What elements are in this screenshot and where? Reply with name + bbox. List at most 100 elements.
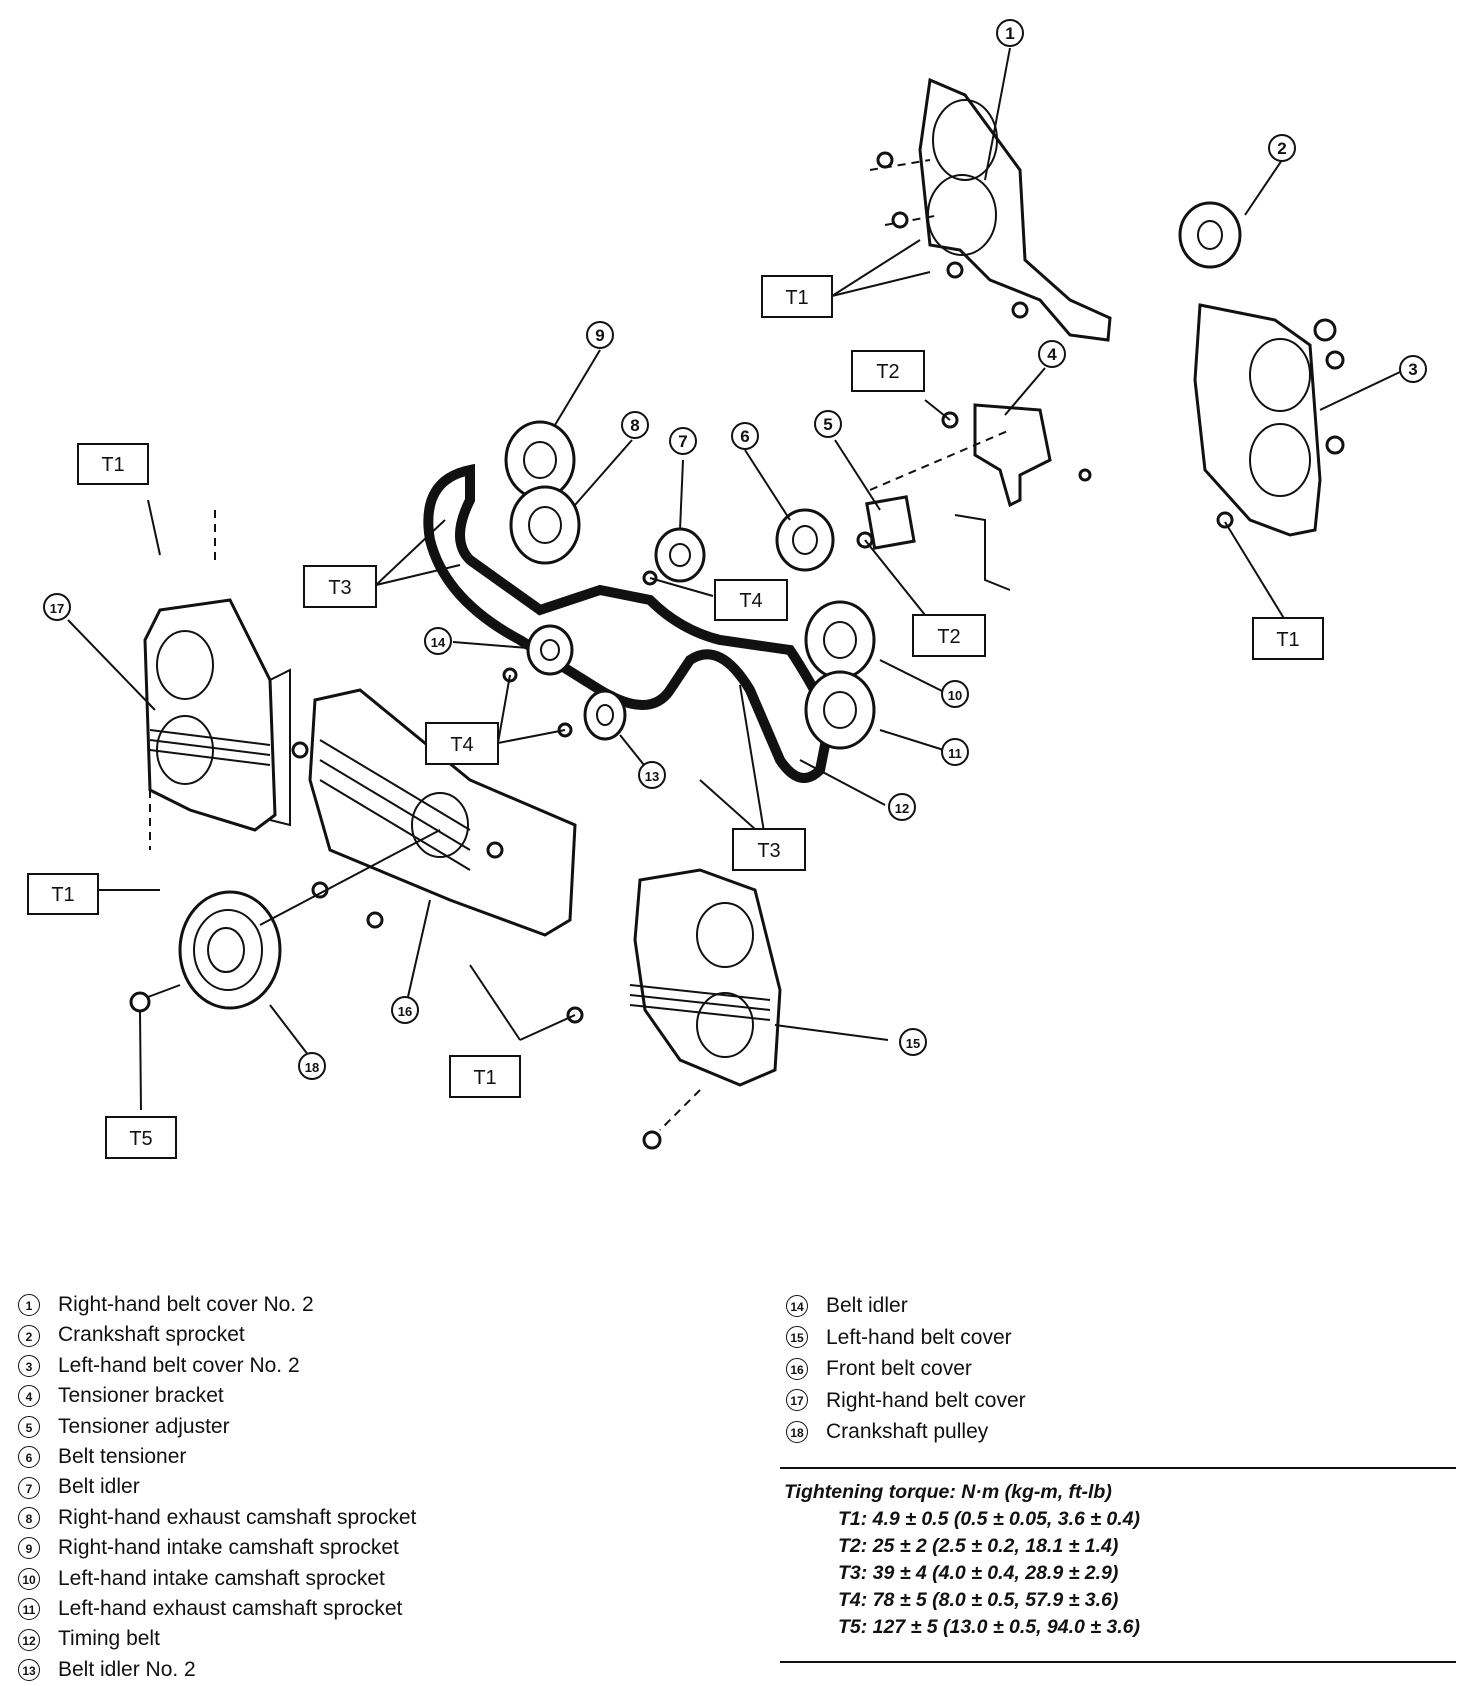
torque-row-t1: T1: 4.9 ± 0.5 (0.5 ± 0.05, 3.6 ± 0.4) (838, 1508, 1141, 1530)
legend-number: 3 (18, 1355, 40, 1378)
callout-2: 2 (1268, 134, 1296, 162)
legend-number: 11 (18, 1598, 40, 1621)
legend-number: 13 (18, 1659, 40, 1682)
legend-number: 10 (18, 1567, 40, 1590)
legend-number: 8 (18, 1507, 40, 1530)
tightening-torque-spec: Tightening torque: N·m (kg-m, ft-lb) T1:… (780, 1467, 1456, 1663)
legend-number: 2 (18, 1324, 40, 1347)
belt-tensioner-drawing (775, 508, 835, 572)
crankshaft-pulley-drawing (129, 829, 441, 1013)
right-hand-belt-cover-no2-drawing (869, 77, 1112, 342)
legend-label: Belt idler No. 2 (58, 1657, 196, 1681)
torque-tag-t1-left-top: T1 (77, 443, 149, 485)
legend-label: Tensioner adjuster (58, 1414, 230, 1438)
torque-tag-t1-right: T1 (1252, 617, 1324, 660)
svg-text:16: 16 (398, 1004, 412, 1019)
timing-belt-drawing (423, 463, 836, 783)
torque-tag-t3-bottom: T3 (732, 828, 806, 871)
callout-6: 6 (731, 422, 759, 450)
belt-idler-right-drawing (502, 624, 574, 683)
legend-item: 1 Right-hand belt cover No. 2 (18, 1290, 416, 1320)
torque-tag-t1-top: T1 (761, 275, 833, 318)
svg-text:T5: T5 (129, 1128, 152, 1150)
legend-item: 3 Left-hand belt cover No. 2 (18, 1351, 416, 1381)
callout-5: 5 (814, 410, 842, 438)
crankshaft-sprocket-drawing (1178, 201, 1242, 269)
legend-label: Right-hand exhaust camshaft sprocket (58, 1505, 417, 1529)
legend-number: 14 (786, 1294, 808, 1317)
legend-number: 9 (18, 1537, 40, 1560)
legend-item: 8 Right-hand exhaust camshaft sprocket (18, 1503, 416, 1533)
left-hand-exhaust-camshaft-sprocket-drawing (804, 670, 876, 750)
svg-text:2: 2 (1277, 139, 1286, 158)
svg-text:17: 17 (50, 601, 64, 616)
left-hand-belt-cover-no2-drawing (1193, 303, 1345, 537)
legend-label: Left-hand intake camshaft sprocket (58, 1566, 385, 1590)
torque-tag-t5: T5 (105, 1116, 177, 1159)
left-hand-belt-cover-drawing (566, 868, 782, 1150)
svg-text:T2: T2 (937, 626, 960, 648)
torque-tag-t2-bottom: T2 (912, 614, 986, 657)
callout-12: 12 (888, 793, 916, 821)
svg-text:T1: T1 (1276, 629, 1299, 651)
callout-4: 4 (1038, 340, 1066, 368)
belt-idler-no2-drawing (557, 689, 627, 741)
legend-label: Belt idler (826, 1294, 908, 1317)
torque-row-t3: T3: 39 ± 4 (4.0 ± 0.4, 28.9 ± 2.9) (838, 1562, 1119, 1584)
svg-text:T2: T2 (876, 361, 899, 383)
legend-item: 10 Left-hand intake camshaft sprocket (18, 1564, 416, 1594)
callout-1: 1 (996, 19, 1024, 47)
legend-item: 13 Belt idler No. 2 (18, 1655, 416, 1685)
legend-number: 1 (18, 1294, 40, 1317)
callout-18: 18 (298, 1052, 326, 1080)
callout-9: 9 (586, 321, 614, 349)
legend-number: 5 (18, 1415, 40, 1438)
legend-label: Right-hand intake camshaft sprocket (58, 1536, 399, 1560)
torque-tag-t1-bottom: T1 (449, 1055, 521, 1098)
legend-label: Tensioner bracket (58, 1384, 224, 1408)
svg-text:T4: T4 (739, 590, 762, 612)
legend-label: Belt tensioner (58, 1445, 187, 1469)
legend-number: 4 (18, 1385, 40, 1408)
svg-text:4: 4 (1047, 345, 1057, 364)
svg-text:T1: T1 (101, 454, 124, 476)
legend-label: Timing belt (58, 1627, 160, 1651)
legend-number: 7 (18, 1476, 40, 1499)
legend-number: 16 (786, 1357, 808, 1380)
left-hand-intake-camshaft-sprocket-drawing (804, 600, 876, 680)
torque-tag-t1-left-bottom: T1 (27, 873, 99, 915)
svg-text:14: 14 (431, 635, 446, 650)
exploded-timing-belt-diagram: 1 2 3 4 5 6 7 8 9 10 11 12 13 14 15 16 1… (27, 19, 1427, 1159)
legend-label: Left-hand belt cover No. 2 (58, 1353, 300, 1377)
legend-number: 18 (786, 1420, 808, 1443)
callout-3: 3 (1399, 355, 1427, 383)
legend-label: Right-hand belt cover No. 2 (58, 1293, 314, 1316)
right-hand-intake-camshaft-sprocket-drawing (504, 420, 576, 500)
torque-tag-t2-top: T2 (851, 350, 925, 392)
svg-text:7: 7 (678, 432, 687, 451)
svg-text:9: 9 (595, 326, 604, 345)
svg-text:T4: T4 (450, 734, 473, 756)
svg-text:5: 5 (823, 415, 832, 434)
callout-16: 16 (391, 996, 419, 1024)
callout-13: 13 (638, 761, 666, 789)
legend-item: 14 Belt idler (786, 1290, 1026, 1322)
callout-8: 8 (621, 411, 649, 439)
svg-text:T1: T1 (51, 884, 74, 906)
svg-text:T1: T1 (473, 1067, 496, 1089)
legend-label: Left-hand belt cover (826, 1325, 1012, 1349)
svg-text:13: 13 (645, 769, 659, 784)
legend-label: Right-hand belt cover (826, 1388, 1026, 1412)
callout-15: 15 (899, 1028, 927, 1056)
callout-10: 10 (941, 680, 969, 708)
callout-17: 17 (43, 593, 71, 621)
svg-text:T3: T3 (328, 577, 351, 599)
torque-tag-t4-top: T4 (714, 579, 788, 621)
